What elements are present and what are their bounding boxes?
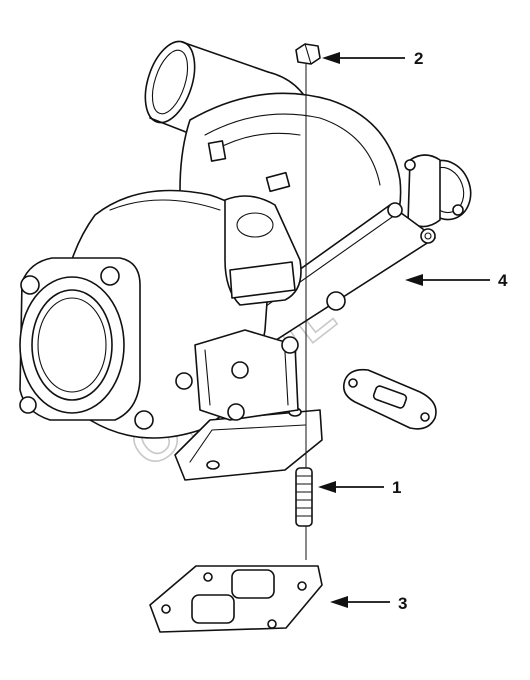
callout-4: 4	[405, 271, 508, 290]
bolt-icon	[231, 361, 249, 379]
bolt-icon	[281, 336, 299, 354]
arrow-head-icon	[330, 596, 348, 608]
callout-2: 2	[322, 49, 423, 68]
bearing-housing	[224, 195, 302, 306]
arrow-head-icon	[318, 481, 336, 493]
stud	[295, 467, 313, 527]
arrow-head-icon	[405, 274, 423, 286]
turbo-mounting-gasket	[149, 565, 323, 633]
turbine-inlet-flange	[19, 257, 154, 430]
wastegate-actuator	[404, 154, 472, 228]
callout-1: 1	[318, 478, 401, 497]
bolt-icon	[326, 291, 346, 311]
callout-label: 3	[398, 594, 407, 613]
nut	[295, 43, 321, 65]
arrow-head-icon	[322, 52, 340, 64]
bolt-icon	[227, 403, 245, 421]
housing-bolts	[175, 291, 346, 421]
callout-label: 1	[392, 478, 401, 497]
turbocharger-assembly	[19, 40, 472, 481]
callout-3: 3	[330, 594, 407, 613]
callout-label: 2	[414, 49, 423, 68]
oil-drain-gasket	[342, 368, 437, 430]
callout-label: 4	[498, 271, 508, 290]
bolt-icon	[175, 372, 193, 390]
